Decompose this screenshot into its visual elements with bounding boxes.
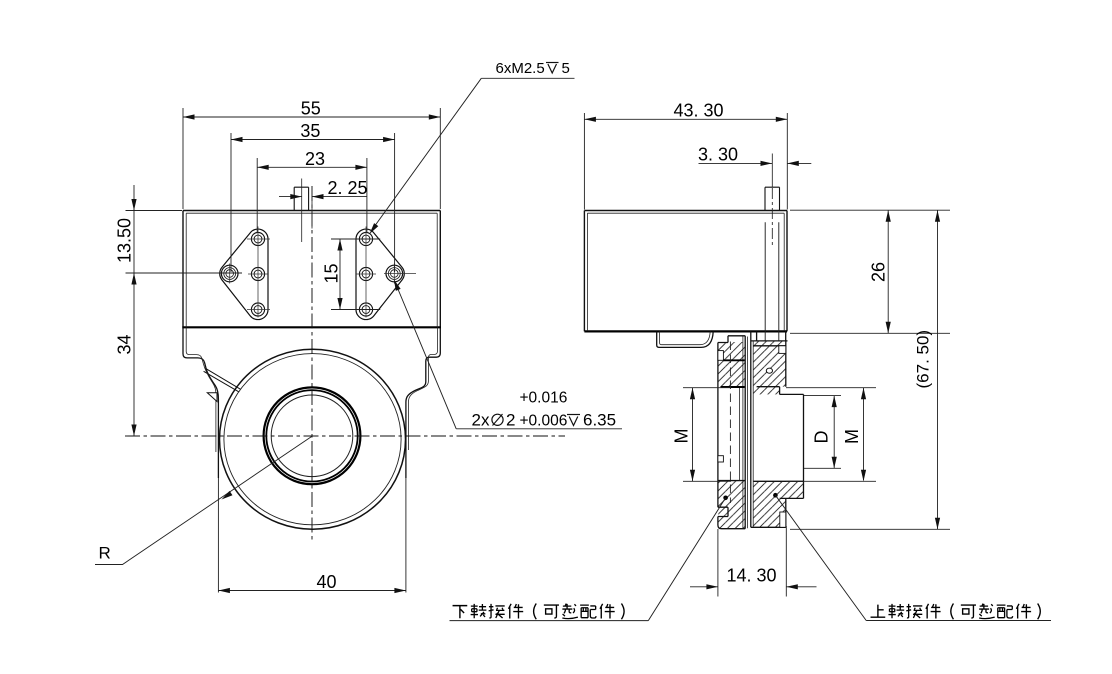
svg-text:2. 25: 2. 25 — [328, 178, 368, 198]
svg-text:M: M — [842, 429, 862, 444]
svg-text:+0.006: +0.006 — [520, 413, 568, 430]
svg-text:13.50: 13.50 — [115, 218, 135, 263]
svg-text:6.35: 6.35 — [583, 411, 616, 430]
svg-text:35: 35 — [300, 121, 320, 141]
svg-text:2: 2 — [506, 411, 515, 430]
svg-text:(67. 50): (67. 50) — [914, 330, 933, 389]
svg-text:5: 5 — [562, 60, 570, 77]
svg-text:3. 30: 3. 30 — [698, 145, 738, 165]
svg-text:26: 26 — [869, 262, 889, 282]
svg-text:+0.016: +0.016 — [520, 390, 568, 407]
svg-text:R: R — [99, 544, 111, 563]
svg-text:6xM2.5: 6xM2.5 — [496, 60, 545, 77]
svg-text:23: 23 — [305, 149, 325, 169]
svg-text:2x: 2x — [472, 411, 490, 430]
svg-text:40: 40 — [316, 572, 336, 592]
svg-text:D: D — [812, 431, 832, 444]
svg-text:55: 55 — [301, 99, 321, 119]
svg-text:15: 15 — [322, 263, 342, 283]
svg-text:43. 30: 43. 30 — [673, 101, 723, 121]
svg-text:M: M — [672, 429, 692, 444]
svg-text:14. 30: 14. 30 — [726, 566, 776, 586]
svg-text:34: 34 — [115, 334, 135, 354]
